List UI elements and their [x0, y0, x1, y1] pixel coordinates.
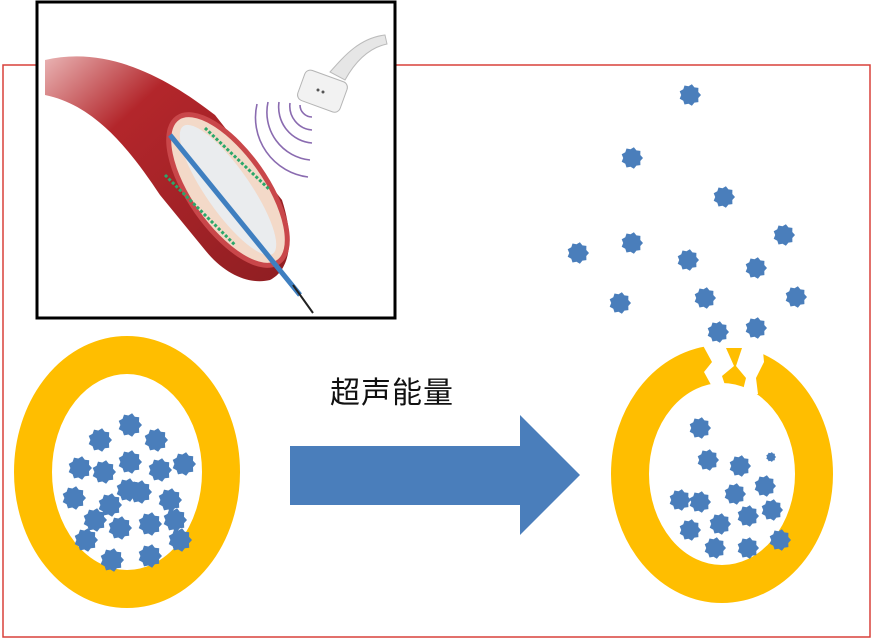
- catheter: [168, 133, 302, 297]
- particle: [68, 456, 92, 480]
- particle: [689, 417, 711, 439]
- particle: [729, 455, 751, 477]
- particle: [737, 505, 759, 527]
- arrow-label: 超声能量: [330, 376, 454, 411]
- particle: [697, 449, 719, 471]
- ultrasound-probe-icon: [297, 34, 388, 113]
- balloon: [179, 124, 277, 256]
- particle: [745, 257, 767, 279]
- particle: [713, 186, 735, 208]
- particle: [62, 486, 86, 510]
- particle: [83, 508, 107, 532]
- particle: [88, 428, 112, 452]
- particle: [609, 292, 631, 314]
- particle: [669, 489, 691, 511]
- particle: [148, 458, 172, 482]
- particle: [108, 516, 132, 540]
- particle: [118, 413, 142, 437]
- intact-ring: [14, 336, 240, 608]
- ruptured-carrier: [567, 84, 833, 603]
- drug-coating: [163, 126, 272, 247]
- rupture-crack: [700, 340, 764, 394]
- particle: [100, 548, 124, 572]
- particle: [144, 428, 168, 452]
- particle: [116, 478, 140, 502]
- particle: [679, 519, 701, 541]
- particle: [158, 488, 182, 512]
- particle: [168, 528, 192, 552]
- particle: [709, 513, 731, 535]
- particle: [621, 147, 643, 169]
- particle: [737, 537, 759, 559]
- particle: [707, 321, 729, 343]
- particle: [704, 537, 726, 559]
- particle: [172, 452, 196, 476]
- particle: [138, 544, 162, 568]
- particle: [138, 512, 162, 536]
- particle: [773, 224, 795, 246]
- encapsulated-particles: [62, 413, 196, 572]
- process-arrow: [290, 415, 580, 535]
- intact-carrier: [14, 336, 240, 608]
- outer-frame: [2, 64, 871, 638]
- guidewire: [292, 284, 314, 314]
- particle: [118, 450, 142, 474]
- released-particles: [567, 84, 807, 559]
- particle: [754, 475, 776, 497]
- particle: [761, 499, 783, 521]
- particle: [766, 452, 776, 462]
- particle: [567, 242, 589, 264]
- particle: [677, 249, 699, 271]
- particle: [163, 508, 187, 532]
- particle: [679, 84, 701, 106]
- particle: [689, 491, 711, 513]
- particle: [785, 286, 807, 308]
- particle: [92, 460, 116, 484]
- ultrasound-waves: [254, 101, 313, 178]
- particle: [724, 483, 746, 505]
- particle: [74, 528, 98, 552]
- inset-illustration: [35, 0, 397, 320]
- particle: [98, 493, 122, 517]
- particle: [769, 529, 791, 551]
- particle: [745, 317, 767, 339]
- particle: [621, 232, 643, 254]
- particle: [694, 287, 716, 309]
